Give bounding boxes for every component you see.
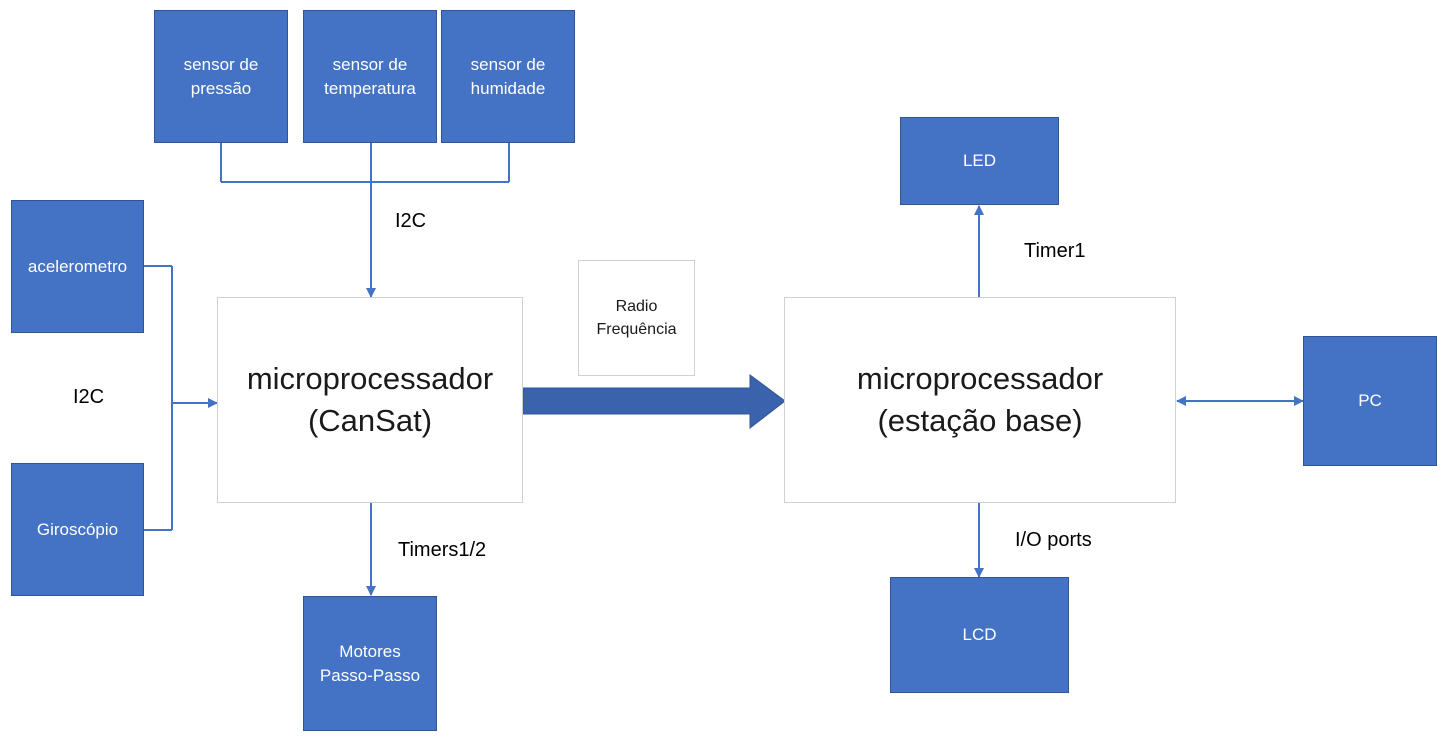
io-ports-label: I/O ports — [1015, 529, 1092, 551]
accelerometer-label: acelerometro — [27, 256, 128, 276]
pressure-sensor-label: sensor de pressão — [183, 54, 259, 98]
radio-link-arrow — [522, 374, 786, 430]
gyroscope-label: Giroscópio — [36, 519, 119, 539]
timers-label: Timers1/2 — [398, 539, 487, 561]
led-box: LED — [900, 117, 1059, 205]
temperature-sensor-box: sensor de temperatura — [303, 10, 437, 143]
pressure-sensor-box: sensor de pressão — [154, 10, 288, 143]
motors-box: Motores Passo-Passo — [303, 596, 437, 731]
cansat-microprocessor-box: microprocessador (CanSat) — [217, 297, 523, 503]
lcd-box: LCD — [890, 577, 1069, 693]
lcd-label: LCD — [962, 625, 997, 644]
gyroscope-box: Giroscópio — [11, 463, 144, 596]
humidity-sensor-box: sensor de humidade — [441, 10, 575, 143]
pc-box: PC — [1303, 336, 1437, 466]
imu-bus-connector — [144, 265, 218, 531]
i2c-top-label: I2C — [395, 210, 427, 232]
temperature-sensor-label: sensor de temperatura — [324, 54, 416, 98]
timer1-label: Timer1 — [1024, 240, 1086, 262]
motors-label: Motores Passo-Passo — [319, 641, 421, 685]
base-microprocessor-box: microprocessador (estação base) — [784, 297, 1176, 503]
radio-frequency-label: Radio Frequência — [596, 298, 677, 338]
pc-label: PC — [1358, 391, 1382, 410]
radio-frequency-box: Radio Frequência — [578, 260, 695, 376]
i2c-left-label: I2C — [73, 386, 105, 408]
humidity-sensor-label: sensor de humidade — [470, 54, 546, 98]
accelerometer-box: acelerometro — [11, 200, 144, 333]
base-microprocessor-label: microprocessador (estação base) — [856, 361, 1104, 438]
led-label: LED — [962, 151, 997, 170]
cansat-microprocessor-label: microprocessador (CanSat) — [246, 361, 494, 438]
sensor-bus-connector — [220, 143, 510, 298]
